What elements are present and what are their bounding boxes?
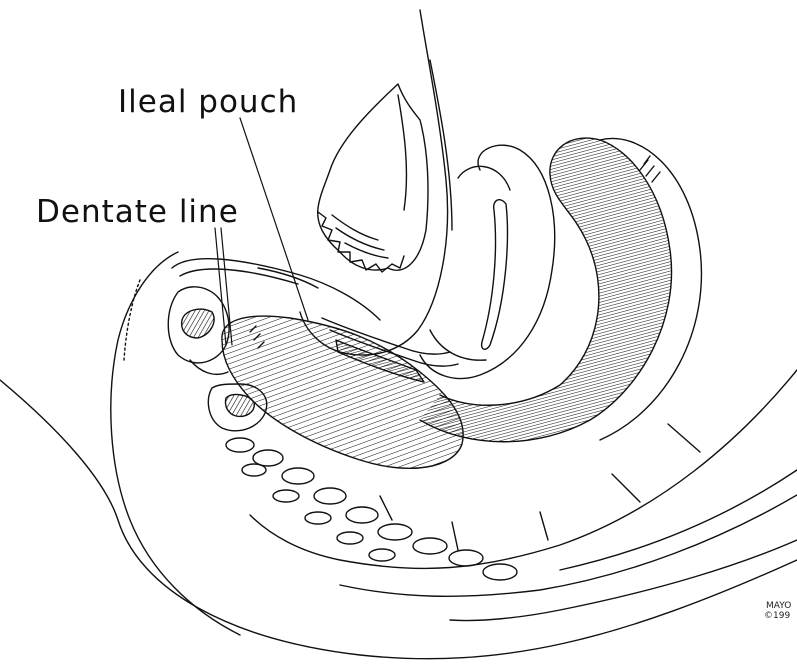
uterus-lower [430,330,486,360]
mucosal-fragment-folds [332,95,406,258]
vertebra-line [668,424,700,452]
vertebra-line [452,522,458,550]
ileal-pouch-label: Ileal pouch [118,84,298,120]
vertebra-line [612,474,640,502]
buttock-contour [111,252,240,635]
credit-line-2: ©199 [764,611,790,621]
bladder-inner [180,269,298,284]
credit-line-1: MAYO [766,601,791,611]
ileal-pouch [222,316,463,468]
ileal-pouch-leader [240,118,308,320]
anal-sphincter-hatched [182,309,214,338]
uterus-inner-fold [458,166,510,190]
peritoneal-fold [300,10,448,355]
mucosal-fragment [318,84,428,270]
vertebra-line [380,496,392,520]
dentate-line-label: Dentate line [36,194,239,230]
anal-canal [190,360,228,374]
dentate-line-leader [215,228,226,345]
uterus-cavity [482,200,508,350]
vertebra-line [540,512,548,540]
